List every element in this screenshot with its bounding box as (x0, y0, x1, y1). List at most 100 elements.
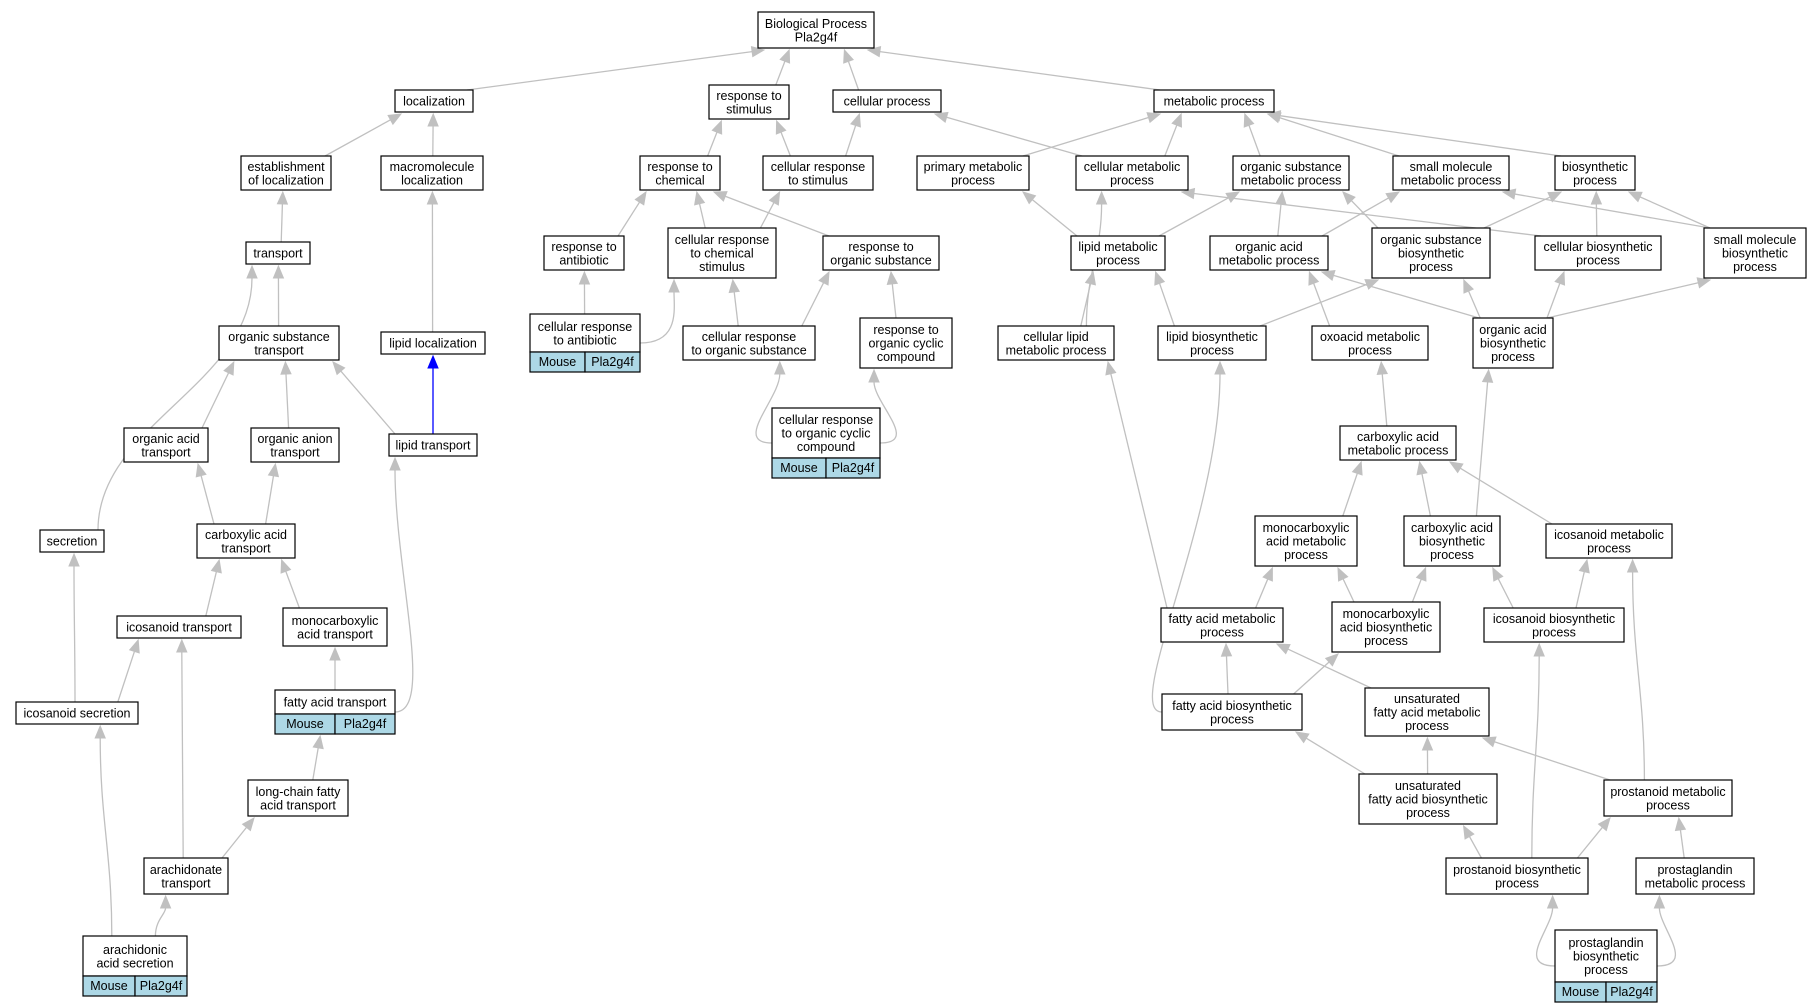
term-box (282, 607, 388, 647)
go-term-lipid-localization[interactable]: lipid localization (380, 331, 486, 355)
go-term-cellular-process[interactable]: cellular process (832, 89, 942, 113)
arrowhead-fatty_acid_biosynthetic_process-to-lipid_biosynthetic_process (1214, 360, 1226, 375)
go-term-lipid-transport[interactable]: lipid transport (388, 433, 478, 457)
go-term-localization[interactable]: localization (394, 89, 474, 113)
term-label-line: process (1096, 253, 1140, 267)
edges-layer (68, 45, 1712, 967)
arrowhead-icosanoid_metabolic_process-to-carboxylic_acid_metabolic_process (1448, 461, 1464, 474)
term-box (1392, 155, 1510, 191)
arrowhead-cellular_process-to-bp (843, 48, 855, 64)
term-label-line: prostanoid metabolic (1610, 785, 1725, 799)
go-term-transport[interactable]: transport (245, 241, 311, 265)
term-box (822, 235, 940, 271)
edge-transport-to-establishment_of_localization (280, 203, 284, 243)
edge-icosanoid_transport-to-carboxylic_acid_transport (205, 571, 218, 617)
arrowhead-cellular_metabolic_process-to-metabolic_process (1171, 112, 1183, 128)
edge-cellular_metabolic_process-to-cellular_process (946, 116, 1083, 157)
edge-response_to_stimulus-to-bp (775, 60, 786, 86)
arrowhead-icosanoid_biosynthetic_process-to-icosanoid_metabolic_process (1578, 558, 1590, 574)
go-term-icosanoid-secretion[interactable]: icosanoid secretion (15, 701, 139, 725)
arrowhead-lipid_localization-to-macromolecule_localization (426, 190, 439, 205)
term-label-line: to stimulus (788, 173, 848, 187)
edge-biosynthetic_process-to-metabolic_process (1279, 115, 1562, 157)
edge-small_molecule_biosynthetic_process-to-biosynthetic_process (1639, 196, 1711, 229)
term-label-line: cellular metabolic (1084, 160, 1181, 174)
go-term-icosanoid-transport[interactable]: icosanoid transport (116, 615, 242, 639)
edge-cellular_response_to_organic_substance-to-response_to_organic_substance (801, 282, 825, 327)
term-box (1635, 857, 1755, 895)
arrowhead-monocarboxylic_acid_metabolic_process-to-carboxylic_acid_metabolic_process (1351, 460, 1363, 476)
arrowhead-cellular_response_to_organic_cyclic_compound-to-response_to_organic_cyclic_compound (868, 368, 880, 383)
arrowhead-prostanoid_biosynthetic_process-to-icosanoid_biosynthetic_process (1533, 642, 1545, 657)
go-term-secretion[interactable]: secretion (39, 529, 105, 553)
edge-localization-to-bp (466, 50, 753, 91)
term-label-line: to organic cyclic (782, 427, 871, 441)
edge-icosanoid_biosynthetic_process-to-icosanoid_metabolic_process (1575, 571, 1585, 609)
term-label-line: localization (401, 173, 463, 187)
edge-icosanoid_biosynthetic_process-to-carboxylic_acid_biosynthetic_process (1497, 578, 1514, 609)
go-term-metabolic-process[interactable]: metabolic process (1153, 89, 1275, 113)
arrowhead-fatty_acid_biosynthetic_process-to-fatty_acid_metabolic_process (1220, 642, 1233, 657)
term-label-line: biosynthetic (1573, 950, 1639, 964)
term-label-line: chemical (655, 173, 704, 187)
term-box (1534, 235, 1662, 271)
term-box (1472, 317, 1554, 369)
term-label-line: process (1587, 541, 1631, 555)
term-box (757, 11, 875, 49)
arrowhead-organic_acid_metabolic_process-to-small_molecule_metabolic_process (1385, 191, 1401, 204)
term-label-line: response to (848, 240, 913, 254)
term-label-line: monocarboxylic (1263, 521, 1350, 535)
term-box (116, 615, 242, 639)
